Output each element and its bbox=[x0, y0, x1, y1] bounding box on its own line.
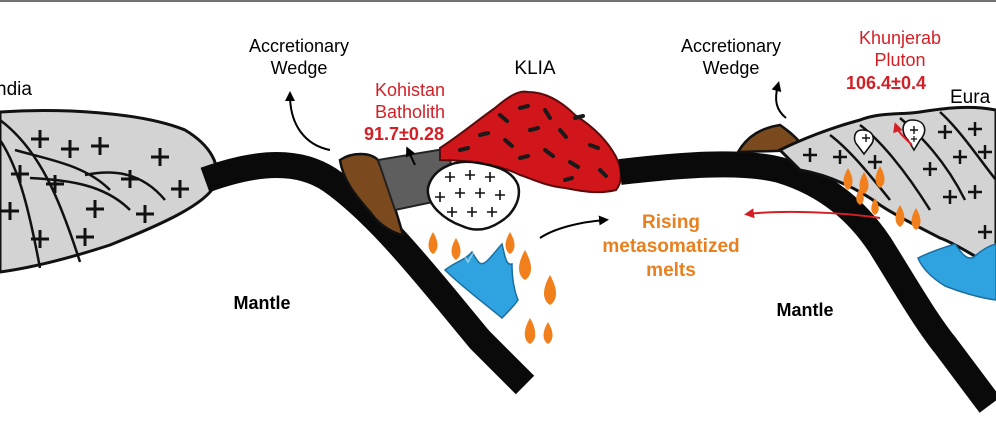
label-accretionary-left-2: Wedge bbox=[271, 58, 328, 78]
label-eurasia: Eura bbox=[950, 87, 991, 108]
subducting-slab-left bbox=[200, 152, 535, 395]
label-kohistan-1: Kohistan bbox=[375, 80, 445, 100]
label-rising-3: melts bbox=[646, 260, 696, 281]
arrow-rising-melts bbox=[539, 215, 609, 239]
label-klia: KLIA bbox=[514, 58, 556, 79]
label-rising-1: Rising bbox=[642, 212, 700, 233]
label-mantle-left: Mantle bbox=[233, 293, 290, 313]
slab-fluids-left bbox=[443, 242, 519, 320]
subducting-slab-right bbox=[618, 151, 996, 413]
label-rising-2: metasomatized bbox=[602, 236, 739, 257]
label-khunjerab-2: Pluton bbox=[874, 50, 925, 70]
kohistan-pluton-white bbox=[426, 160, 521, 231]
label-accretionary-left-1: Accretionary bbox=[249, 36, 349, 56]
melt-drops-right bbox=[843, 166, 921, 230]
label-mantle-right: Mantle bbox=[776, 300, 833, 320]
indian-continental-crust bbox=[0, 109, 219, 274]
arrow-accretionary-left bbox=[285, 91, 331, 151]
crust-crosses-right bbox=[803, 122, 992, 239]
label-kohistan-age: 91.7±0.28 bbox=[364, 124, 444, 144]
batholith-fabric bbox=[458, 104, 608, 182]
label-khunjerab-age: 106.4±0.4 bbox=[846, 73, 926, 93]
crust-crosses-left bbox=[1, 130, 189, 248]
slab-fluids-right bbox=[917, 243, 996, 301]
arrow-red-melts bbox=[744, 208, 881, 219]
label-accretionary-right-1: Accretionary bbox=[681, 36, 781, 56]
melt-drops-left bbox=[428, 232, 556, 344]
label-kohistan-2: Batholith bbox=[375, 102, 445, 122]
accretionary-wedge-left bbox=[338, 152, 405, 237]
arrow-accretionary-right bbox=[771, 81, 787, 119]
label-accretionary-right-2: Wedge bbox=[703, 58, 760, 78]
label-india: ndia bbox=[0, 79, 32, 100]
label-khunjerab-1: Khunjerab bbox=[859, 28, 941, 48]
arrow-kohistan bbox=[406, 146, 416, 166]
arrow-khunjerab bbox=[893, 122, 913, 146]
